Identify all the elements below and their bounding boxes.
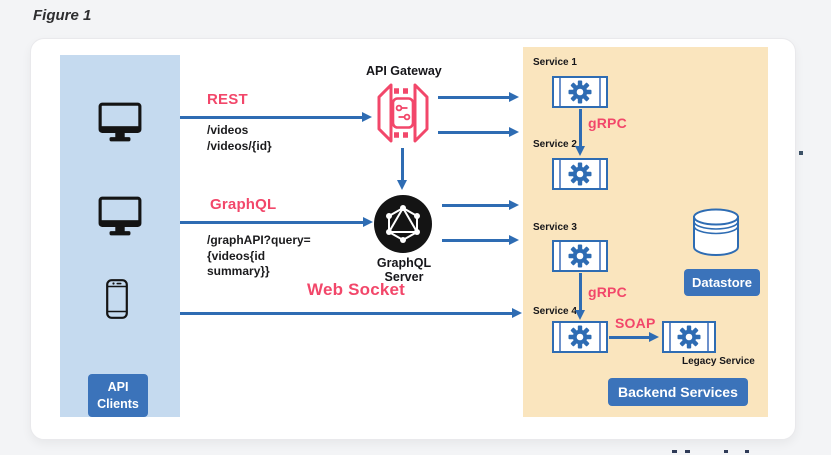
figure-caption: Figure 1 [33, 7, 92, 24]
stray-dot [799, 151, 803, 155]
api-clients-panel [60, 55, 180, 417]
api-clients-badge: API Clients [88, 374, 148, 417]
service1-box [552, 76, 608, 108]
rest-label: REST [207, 91, 248, 108]
api-gateway-icon [374, 82, 432, 144]
backend-services-badge: Backend Services [608, 378, 748, 406]
legacy-service-label: Legacy Service [682, 356, 755, 367]
service3-to-service4-arrow [575, 273, 585, 320]
api-clients-badge-line2: Clients [97, 396, 139, 411]
graphql-server-icon [373, 194, 433, 254]
graphql-to-service3-arrow [442, 200, 519, 210]
cropped-text-fragment [724, 450, 728, 453]
gear-icon [568, 162, 592, 186]
websocket-label: Web Socket [307, 280, 406, 299]
service4-label: Service 4 [533, 306, 577, 317]
grpc-label-bottom: gRPC [588, 284, 627, 300]
smartphone-icon [106, 279, 128, 319]
service2-box [552, 158, 608, 190]
graphql-arrow [180, 217, 373, 227]
gateway-to-service1-arrow [438, 92, 519, 102]
gear-icon [568, 244, 592, 268]
service3-box [552, 240, 608, 272]
desktop-monitor-icon [97, 102, 143, 142]
datastore-badge: Datastore [684, 269, 760, 296]
rest-arrow [180, 112, 372, 122]
grpc-label-top: gRPC [588, 115, 627, 131]
database-icon [690, 207, 742, 257]
api-clients-badge-line1: API [107, 380, 129, 394]
graphql-label: GraphQL [210, 196, 277, 213]
graphql-server-label: GraphQL Server [376, 256, 432, 284]
cropped-text-fragment [685, 450, 690, 453]
gateway-to-graphql-arrow [397, 148, 407, 190]
service4-box [552, 321, 608, 353]
gear-icon [568, 80, 592, 104]
desktop-monitor-icon [97, 196, 143, 236]
gear-icon [568, 325, 592, 349]
service3-label: Service 3 [533, 222, 577, 233]
api-gateway-label: API Gateway [366, 64, 442, 78]
service1-label: Service 1 [533, 57, 577, 68]
gateway-to-service2-arrow [438, 127, 519, 137]
service4-to-legacy-arrow [609, 332, 659, 342]
graphql-query: /graphAPI?query= {videos{id summary}} [207, 233, 311, 278]
gear-icon [677, 325, 701, 349]
graphql-to-service4-arrow [442, 235, 519, 245]
rest-endpoints: /videos /videos/{id} [207, 123, 272, 153]
service1-to-service2-arrow [575, 109, 585, 156]
cropped-text-fragment [672, 450, 677, 453]
websocket-arrow [180, 308, 522, 318]
service2-label: Service 2 [533, 139, 577, 150]
soap-label: SOAP [615, 315, 656, 331]
cropped-text-fragment [745, 450, 749, 453]
legacy-service-box [662, 321, 716, 353]
